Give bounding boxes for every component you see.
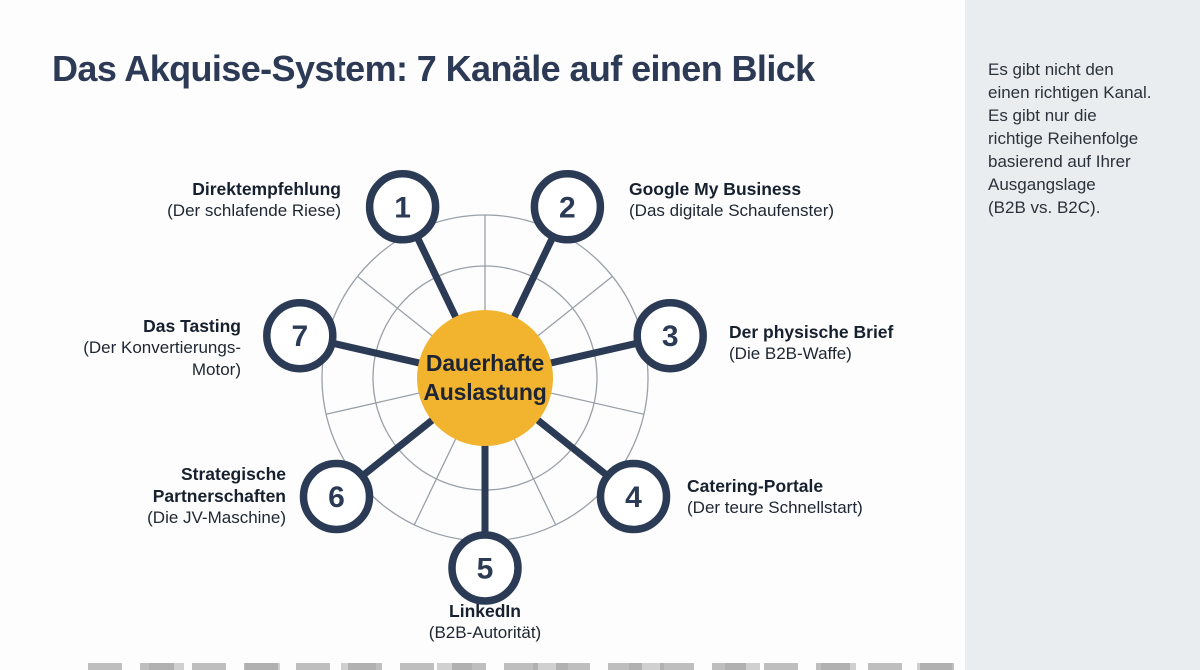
channel-subtitle: (Die B2B-Waffe): [729, 344, 852, 363]
channel-subtitle: (Der Konvertierungs- Motor): [83, 338, 241, 379]
channel-label-7: Das Tasting (Der Konvertierungs- Motor): [83, 315, 241, 381]
channel-label-1: Direktempfehlung (Der schlafende Riese): [167, 178, 341, 222]
node-number-6: 6: [328, 481, 345, 514]
hub-label-line1: Dauerhafte: [426, 350, 544, 376]
channel-title: Der physische Brief: [729, 322, 894, 342]
channel-title: Catering-Portale: [687, 476, 824, 496]
node-circle-2: [530, 170, 605, 244]
sidebar: Es gibt nicht den einen richtigen Kanal.…: [965, 0, 1200, 670]
hub-label-line2: Auslastung: [423, 379, 546, 405]
channel-subtitle: (Der teure Schnellstart): [687, 498, 863, 517]
channel-label-4: Catering-Portale (Der teure Schnellstart…: [687, 475, 863, 519]
node-circle-5: [448, 531, 522, 605]
node-number-4: 4: [625, 481, 642, 514]
channel-label-3: Der physische Brief (Die B2B-Waffe): [729, 321, 893, 365]
hub-circle: [417, 310, 553, 446]
channel-title: Direktempfehlung: [192, 179, 341, 199]
channel-title: Google My Business: [629, 179, 802, 199]
node-circle-3: [633, 298, 707, 373]
channel-label-6: Strategische Partnerschaften (Die JV-Mas…: [147, 463, 286, 529]
node-circle-4: [596, 459, 671, 534]
page-title: Das Akquise-System: 7 Kanäle auf einen B…: [52, 48, 815, 89]
channel-title: LinkedIn: [449, 601, 521, 621]
node-circle-7: [263, 298, 337, 373]
cutoff-subtitle-remnant: [88, 663, 960, 670]
sidebar-note: Es gibt nicht den einen richtigen Kanal.…: [988, 60, 1152, 217]
channel-subtitle: (Das digitale Schaufenster): [629, 201, 835, 220]
channel-label-2: Google My Business (Das digitale Schaufe…: [629, 178, 834, 222]
channel-label-5: LinkedIn (B2B-Autorität): [355, 600, 615, 644]
channel-title: Das Tasting: [143, 316, 241, 336]
node-number-5: 5: [477, 553, 494, 586]
node-number-3: 3: [662, 320, 679, 353]
channel-subtitle: (Der schlafende Riese): [167, 201, 341, 220]
channel-subtitle: (Die JV-Maschine): [147, 508, 286, 527]
wheel-nodes: 1 2 3 4 5 6 7: [263, 170, 707, 605]
channel-subtitle: (B2B-Autorität): [428, 623, 542, 642]
channel-title: Strategische Partnerschaften: [152, 464, 286, 506]
node-circle-6: [299, 459, 374, 534]
node-number-2: 2: [559, 191, 576, 224]
node-circle-1: [365, 170, 440, 244]
node-number-1: 1: [394, 191, 411, 224]
node-number-7: 7: [291, 320, 308, 353]
